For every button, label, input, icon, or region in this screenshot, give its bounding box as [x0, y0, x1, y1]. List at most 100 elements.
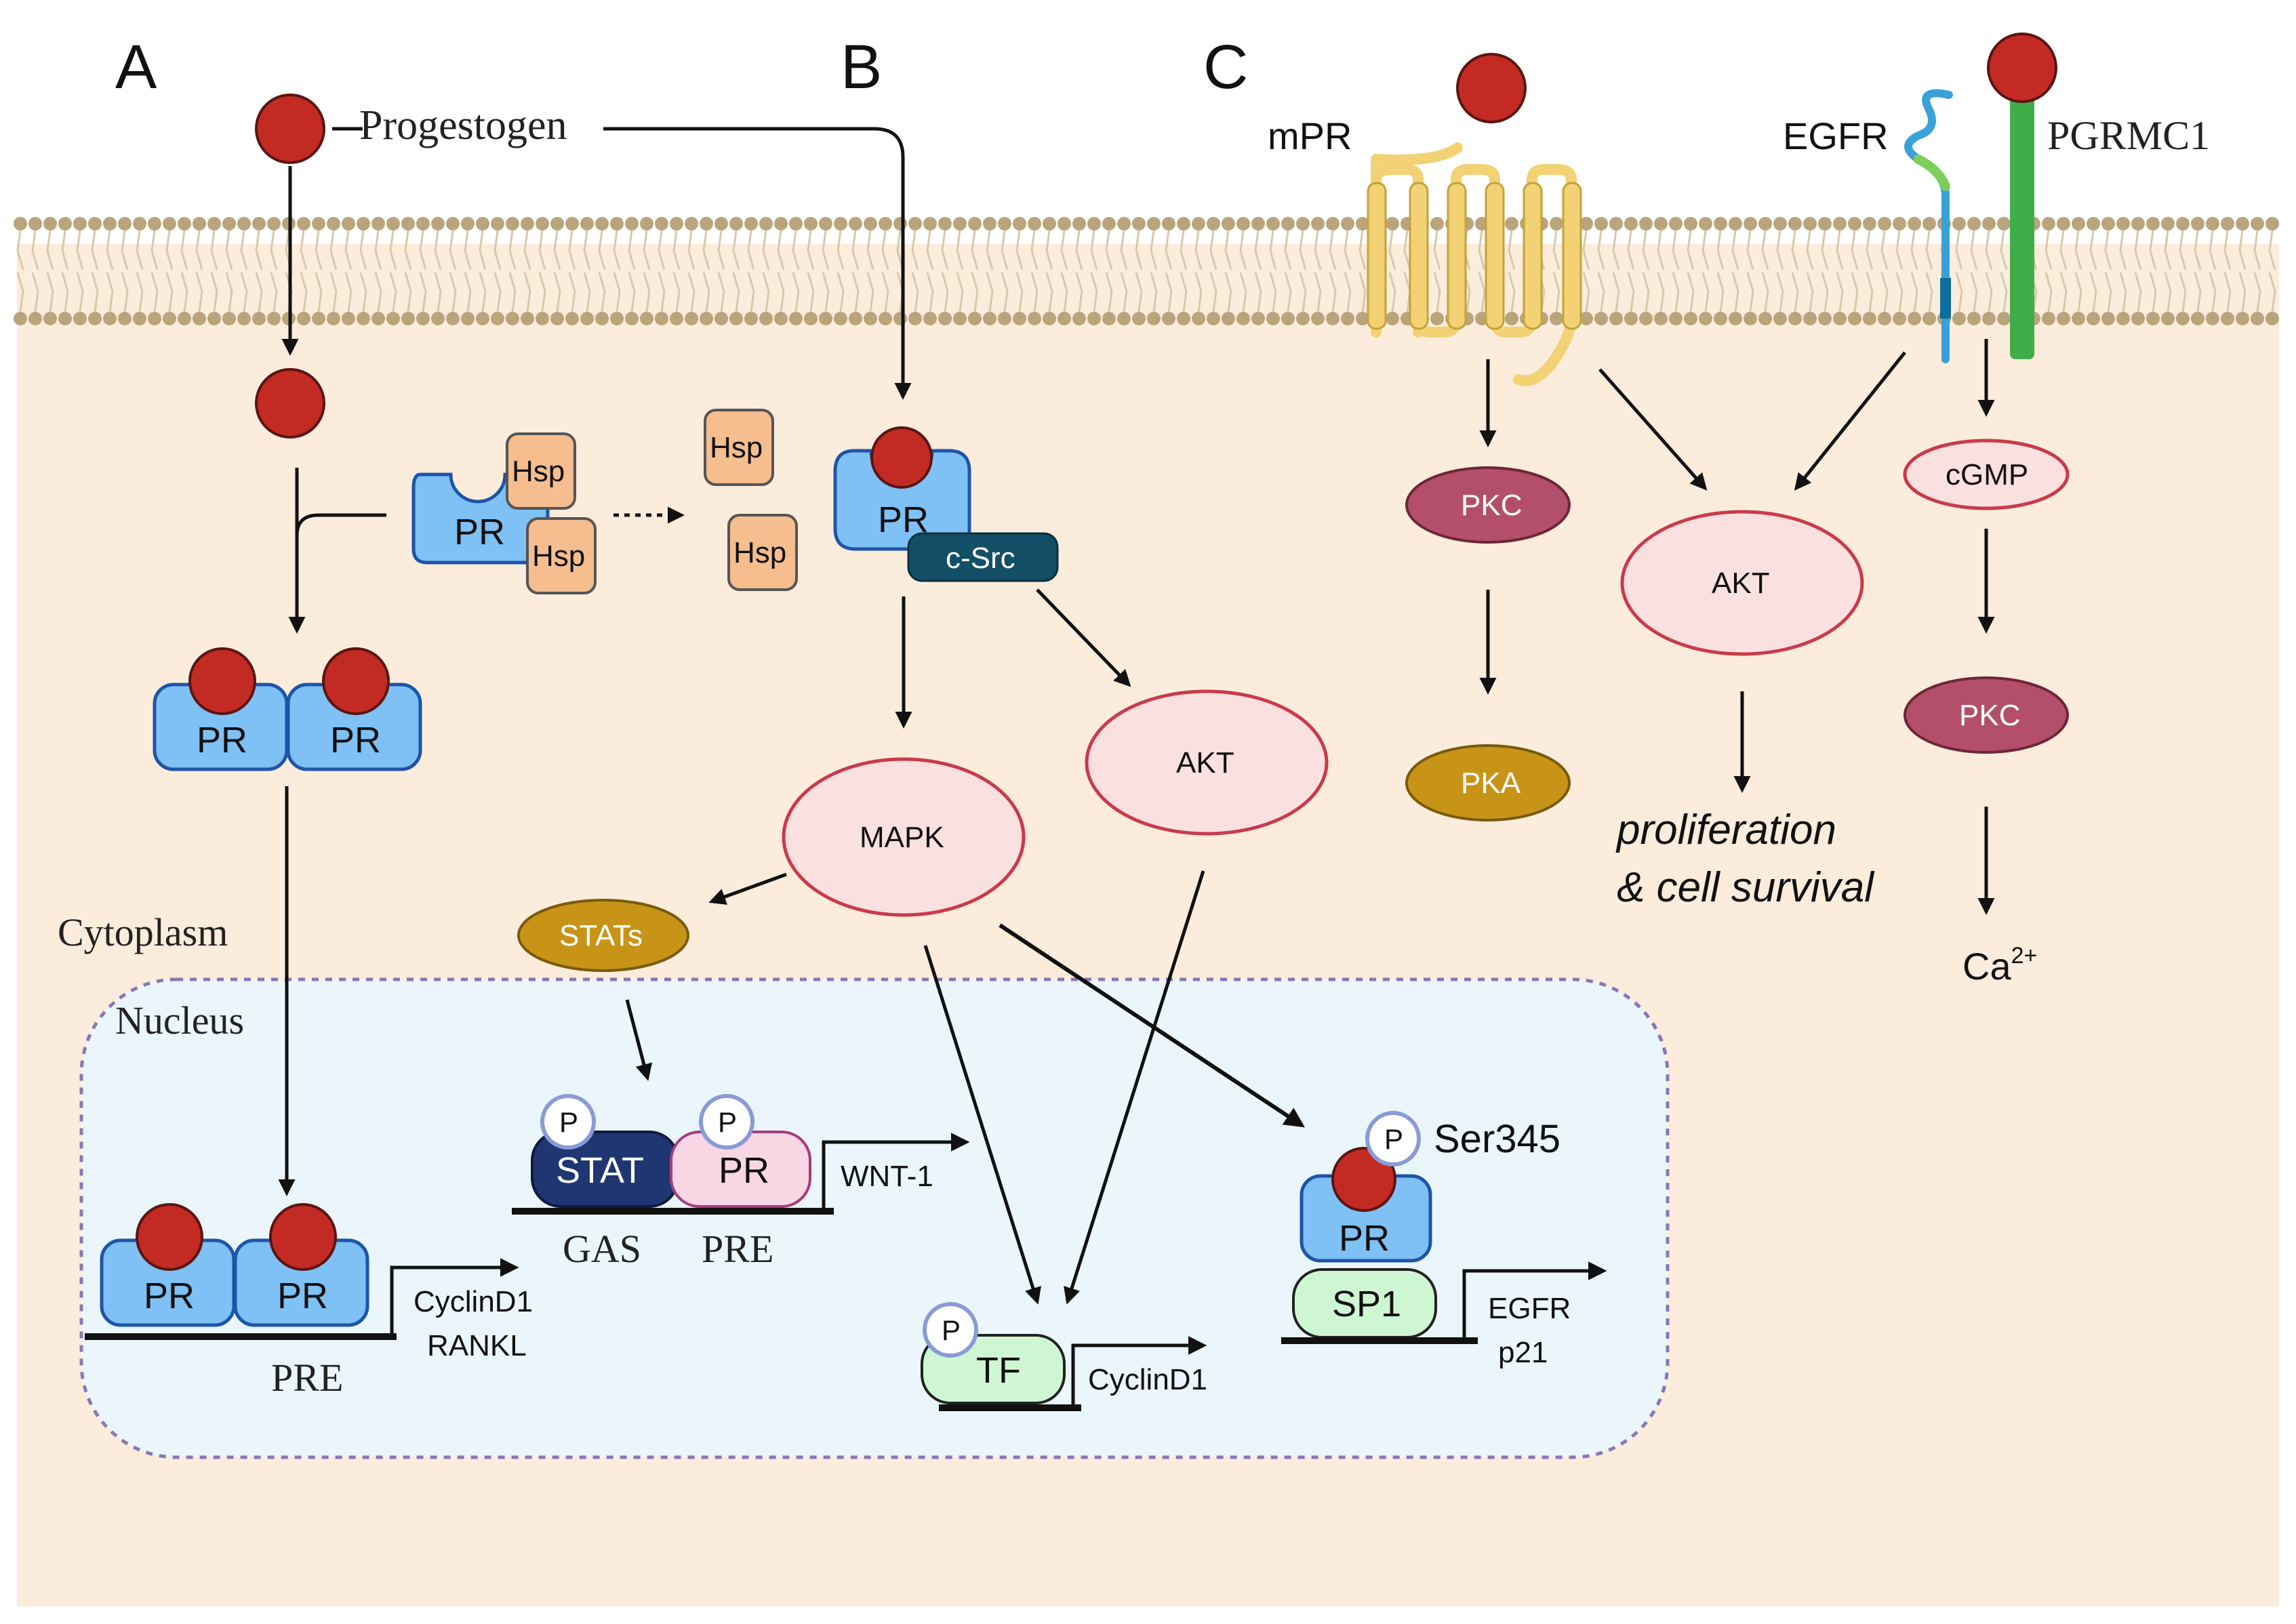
panel-a-label: A — [115, 33, 157, 102]
lipid-tail-bottom — [941, 272, 949, 312]
lipid-head-bottom — [1311, 312, 1325, 325]
lipid-tail-top — [1090, 230, 1098, 270]
phospho-stat — [540, 1094, 596, 1150]
lipid-tail-bottom — [329, 272, 338, 312]
lipid-head-top — [1729, 217, 1742, 230]
lipid-head-top — [1714, 217, 1727, 230]
lipid-head-top — [1043, 217, 1056, 230]
lipid-head-bottom — [2131, 312, 2145, 325]
lipid-head-top — [804, 217, 818, 230]
lipid-tail-bottom — [1344, 272, 1352, 312]
lipid-tail-bottom — [2104, 272, 2112, 312]
lipid-head-bottom — [1922, 312, 1936, 325]
lipid-tail-bottom — [136, 272, 144, 312]
lipid-head-top — [73, 217, 87, 230]
lipid-head-bottom — [312, 312, 325, 325]
lipid-head-top — [1758, 217, 1772, 230]
lipid-tail-bottom — [553, 272, 561, 312]
pr-label-dimer-left: PR — [197, 720, 247, 760]
lipid-head-top — [371, 217, 385, 230]
mapk-label: MAPK — [860, 821, 944, 854]
lipid-tail-top — [2134, 230, 2142, 270]
lipid-head-bottom — [625, 312, 639, 325]
lipid-tail-top — [1001, 230, 1009, 270]
lipid-tail-top — [1045, 230, 1053, 270]
lipid-tail-bottom — [658, 272, 666, 312]
lipid-tail-top — [2000, 230, 2008, 270]
lipid-tail-bottom — [106, 272, 114, 312]
lipid-head-bottom — [133, 312, 146, 325]
gas-label: GAS — [563, 1227, 641, 1271]
lipid-head-top — [2176, 217, 2190, 230]
lipid-tail-top — [329, 230, 338, 270]
lipid-head-bottom — [1117, 312, 1131, 325]
ser345-label: Ser345 — [1434, 1117, 1560, 1161]
lipid-head-bottom — [1192, 312, 1205, 325]
lipid-head-bottom — [774, 312, 788, 325]
lipid-tail-top — [732, 230, 740, 270]
lipid-tail-top — [1880, 230, 1889, 270]
lipid-tail-top — [2045, 230, 2053, 270]
pka-node — [1405, 744, 1571, 821]
lipid-head-top — [864, 217, 877, 230]
lipid-tail-bottom — [1731, 272, 1739, 312]
lipid-tail-bottom — [538, 272, 546, 312]
lipid-tail-bottom — [315, 272, 323, 312]
mpr-helix-1 — [1367, 182, 1387, 330]
mpr-label: mPR — [1268, 115, 1352, 157]
pr-ser345-label: PR — [1339, 1218, 1390, 1259]
akt-label-b: AKT — [1176, 746, 1234, 779]
lipid-head-top — [133, 217, 146, 230]
lipid-head-bottom — [1341, 312, 1354, 325]
lipid-head-bottom — [655, 312, 668, 325]
lipid-tail-top — [792, 230, 800, 270]
lipid-head-bottom — [178, 312, 191, 325]
pr-dimer-nucleus: PR PR — [100, 1203, 369, 1327]
lipid-head-top — [312, 217, 325, 230]
lipid-tail-top — [1314, 230, 1322, 270]
pkc-node-pgrmc1 — [1904, 676, 2069, 754]
lipid-tail-bottom — [1612, 272, 1620, 312]
lipid-head-top — [834, 217, 847, 230]
lipid-tail-top — [2074, 230, 2082, 270]
lipid-head-bottom — [1639, 312, 1653, 325]
csrc-label: c-Src — [946, 542, 1015, 575]
hsp-free-lower — [727, 514, 798, 591]
lipid-head-bottom — [1833, 312, 1847, 325]
lipid-head-top — [1087, 217, 1101, 230]
lipid-tail-bottom — [31, 272, 39, 312]
lipid-head-top — [446, 217, 460, 230]
lipid-head-top — [1699, 217, 1712, 230]
hsp-box-upper — [506, 432, 576, 510]
lipid-head-bottom — [386, 312, 400, 325]
lipid-head-top — [938, 217, 952, 230]
lipid-head-top — [640, 217, 653, 230]
ligand-pr-b — [870, 426, 933, 489]
lipid-tail-top — [508, 230, 517, 270]
ligand-nuc-left — [136, 1203, 203, 1271]
stats-node — [517, 899, 689, 972]
lipid-head-bottom — [416, 312, 430, 325]
arrow-mpr-to-akt — [1598, 368, 1708, 491]
lipid-tail-top — [628, 230, 636, 270]
lipid-tail-top — [1910, 230, 1918, 270]
lipid-head-top — [237, 217, 251, 230]
lipid-head-bottom — [431, 312, 445, 325]
lipid-head-bottom — [1505, 312, 1518, 325]
lipid-head-top — [2087, 217, 2100, 230]
lipid-head-bottom — [1669, 312, 1683, 325]
lipid-head-top — [2206, 217, 2219, 230]
hsp-box-lower — [526, 517, 597, 594]
lipid-tail-bottom — [449, 272, 457, 312]
hsp-label-upper: Hsp — [512, 455, 565, 488]
lipid-head-bottom — [2057, 312, 2070, 325]
lipid-head-bottom — [2206, 312, 2219, 325]
pr-label-dimer-right: PR — [330, 720, 381, 760]
lipid-head-top — [386, 217, 400, 230]
lipid-head-top — [1102, 217, 1116, 230]
lipid-tail-bottom — [807, 272, 815, 312]
lipid-tail-top — [359, 230, 367, 270]
lipid-head-top — [685, 217, 698, 230]
lipid-tail-top — [106, 230, 114, 270]
lipid-tail-top — [1075, 230, 1083, 270]
